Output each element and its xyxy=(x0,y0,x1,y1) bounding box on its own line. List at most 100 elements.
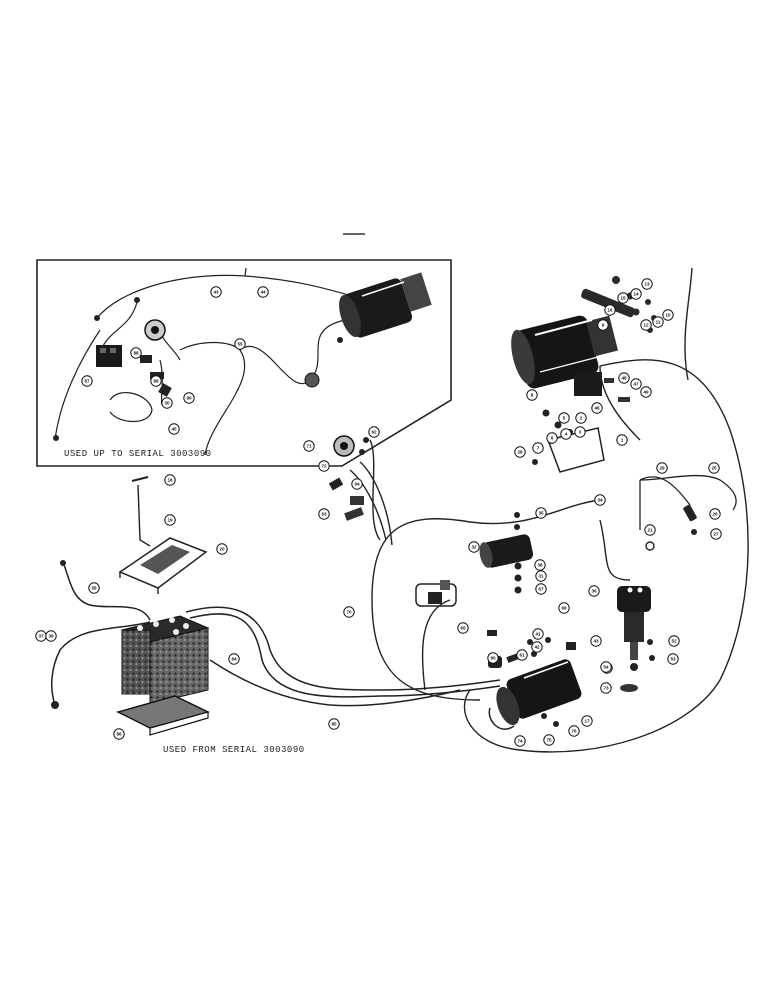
svg-text:34: 34 xyxy=(597,498,603,503)
svg-text:39: 39 xyxy=(48,634,54,639)
battery-cables xyxy=(50,564,501,707)
callout-15: 15 xyxy=(617,292,629,304)
inset-gauge xyxy=(144,319,166,341)
callout-21: 21 xyxy=(644,524,656,536)
svg-text:58: 58 xyxy=(91,586,97,591)
callout-48: 48 xyxy=(618,372,630,384)
callout-60: 60 xyxy=(487,652,499,664)
callout-2: 2 xyxy=(575,412,587,424)
svg-text:4: 4 xyxy=(565,432,568,437)
callout-32: 32 xyxy=(468,541,480,553)
callout-17: 17 xyxy=(581,715,593,727)
callout-29: 29 xyxy=(656,462,668,474)
svg-text:76: 76 xyxy=(571,729,577,734)
callout-65: 65 xyxy=(457,622,469,634)
callout-71: 71 xyxy=(303,440,315,452)
svg-text:48: 48 xyxy=(621,376,627,381)
callout-88: 88 xyxy=(130,347,142,359)
callout-75: 75 xyxy=(543,734,555,746)
svg-text:90: 90 xyxy=(186,396,192,401)
callout-26: 26 xyxy=(709,508,721,520)
svg-text:41: 41 xyxy=(535,632,541,637)
svg-text:12: 12 xyxy=(643,323,649,328)
svg-text:67: 67 xyxy=(538,587,544,592)
svg-text:86: 86 xyxy=(116,732,122,737)
svg-text:43: 43 xyxy=(213,290,219,295)
battery-tray xyxy=(116,695,210,736)
callout-10: 10 xyxy=(662,309,674,321)
svg-text:38: 38 xyxy=(537,563,543,568)
callout-19: 19 xyxy=(164,514,176,526)
callout-89: 89 xyxy=(150,375,162,387)
svg-text:11: 11 xyxy=(656,320,661,325)
svg-text:9: 9 xyxy=(602,323,605,328)
inset-regulator xyxy=(96,345,122,367)
svg-text:75: 75 xyxy=(546,738,552,743)
callout-35: 35 xyxy=(535,507,547,519)
callout-27: 27 xyxy=(710,528,722,540)
battery-hold-down-rod xyxy=(131,476,151,547)
switch-assembly xyxy=(479,512,534,594)
callout-43b: 43 xyxy=(210,286,222,298)
distributor xyxy=(617,586,655,692)
callout-55: 55 xyxy=(234,338,246,350)
callout-86: 86 xyxy=(113,728,125,740)
main-harness xyxy=(349,267,749,753)
callout-45: 45 xyxy=(168,423,180,435)
callout-13: 13 xyxy=(641,278,653,290)
callout-67: 67 xyxy=(535,583,547,595)
callout-76: 76 xyxy=(568,725,580,737)
svg-text:73: 73 xyxy=(603,686,609,691)
callout-70: 70 xyxy=(343,606,355,618)
svg-text:3: 3 xyxy=(579,430,582,435)
callout-63: 63 xyxy=(318,508,330,520)
callout-74: 74 xyxy=(514,735,526,747)
svg-text:5: 5 xyxy=(563,416,566,421)
voltage-regulator xyxy=(574,372,630,402)
callout-39: 39 xyxy=(45,630,57,642)
svg-text:42: 42 xyxy=(534,645,540,650)
callout-64: 64 xyxy=(351,478,363,490)
callout-53: 53 xyxy=(667,653,679,665)
callout-85: 85 xyxy=(328,718,340,730)
svg-text:2: 2 xyxy=(580,416,583,421)
callout-49: 49 xyxy=(640,386,652,398)
svg-text:53: 53 xyxy=(670,657,676,662)
svg-text:65: 65 xyxy=(460,626,466,631)
svg-text:89: 89 xyxy=(153,379,159,384)
svg-text:13: 13 xyxy=(644,282,650,287)
callout-11: 11 xyxy=(652,316,664,328)
svg-text:44: 44 xyxy=(260,290,266,295)
cable-terminal-a xyxy=(51,701,59,709)
svg-text:46: 46 xyxy=(594,406,600,411)
callout-69: 69 xyxy=(558,602,570,614)
callout-47: 47 xyxy=(630,378,642,390)
svg-text:32: 32 xyxy=(471,545,477,550)
svg-text:21: 21 xyxy=(647,528,653,533)
battery xyxy=(120,615,210,705)
spark-plug-parts xyxy=(645,504,697,551)
svg-text:70: 70 xyxy=(346,610,352,615)
svg-text:45: 45 xyxy=(171,427,177,432)
callout-44: 44 xyxy=(257,286,269,298)
svg-text:84: 84 xyxy=(231,657,237,662)
svg-text:28: 28 xyxy=(517,450,523,455)
svg-text:88: 88 xyxy=(133,351,139,356)
callout-30: 30 xyxy=(161,397,173,409)
callout-84: 84 xyxy=(228,653,240,665)
callout-34: 34 xyxy=(594,494,606,506)
callout-72: 72 xyxy=(318,460,330,472)
callout-62: 62 xyxy=(368,426,380,438)
svg-text:35: 35 xyxy=(538,511,544,516)
svg-text:27: 27 xyxy=(713,532,719,537)
svg-text:47: 47 xyxy=(633,382,639,387)
svg-text:6: 6 xyxy=(551,436,554,441)
inset-panel-border xyxy=(36,259,452,467)
svg-text:62: 62 xyxy=(371,430,377,435)
svg-text:20: 20 xyxy=(219,547,225,552)
svg-text:18: 18 xyxy=(167,478,173,483)
svg-text:64: 64 xyxy=(354,482,360,487)
svg-text:8: 8 xyxy=(531,393,534,398)
